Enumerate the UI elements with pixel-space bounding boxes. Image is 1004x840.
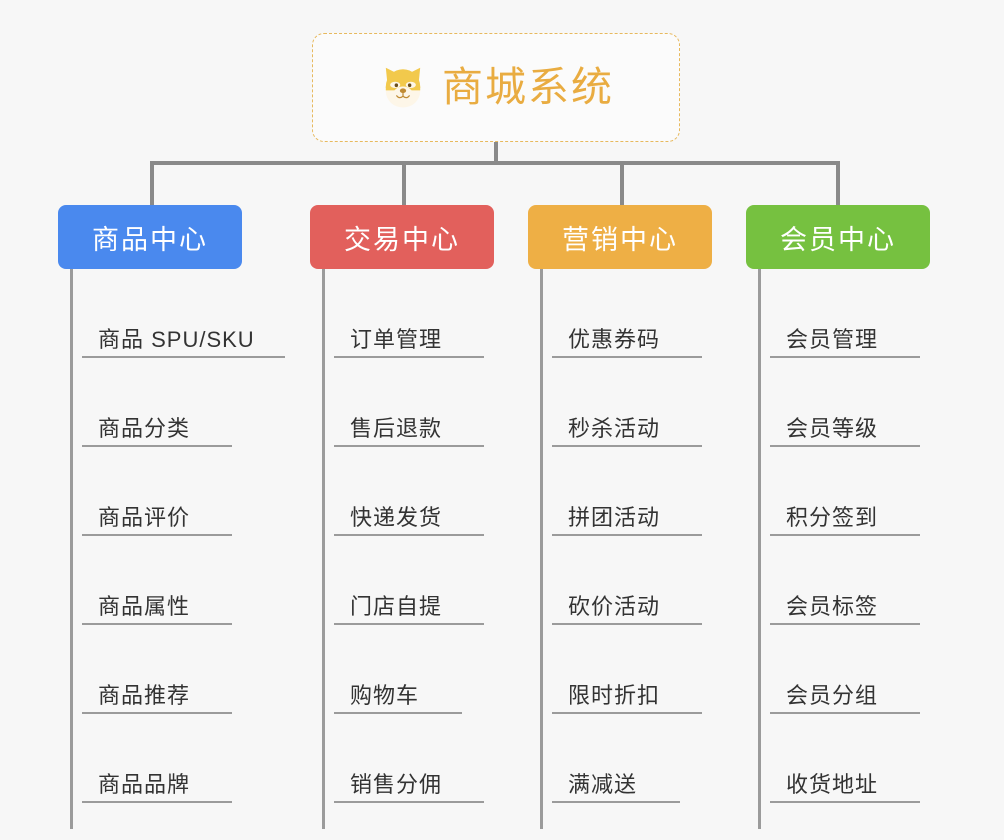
leaf-underline xyxy=(552,623,702,625)
leaf-item[interactable]: 购物车 xyxy=(322,625,494,714)
branch-header-4[interactable]: 会员中心 xyxy=(746,205,930,269)
connector-drop-3 xyxy=(620,161,624,207)
leaf-item[interactable]: 优惠券码 xyxy=(540,269,712,358)
leaf-label: 拼团活动 xyxy=(568,504,661,530)
leaf-underline xyxy=(552,712,702,714)
branch-header-3[interactable]: 营销中心 xyxy=(528,205,712,269)
leaf-item[interactable]: 会员标签 xyxy=(758,536,930,625)
leaf-underline xyxy=(770,356,920,358)
leaf-underline xyxy=(82,445,232,447)
leaf-list: 商品 SPU/SKU 商品分类商品评价商品属性商品推荐商品品牌 xyxy=(58,269,285,829)
leaf-label: 门店自提 xyxy=(350,593,443,619)
leaf-underline xyxy=(770,445,920,447)
leaf-underline xyxy=(334,356,484,358)
leaf-label: 商品分类 xyxy=(98,415,191,441)
branch-column: 商品中心商品 SPU/SKU 商品分类商品评价商品属性商品推荐商品品牌 xyxy=(58,205,285,829)
leaf-label: 商品品牌 xyxy=(98,771,191,797)
doge-icon xyxy=(385,67,421,108)
leaf-label: 优惠券码 xyxy=(568,326,661,352)
branch-column: 会员中心会员管理会员等级积分签到会员标签会员分组收货地址 xyxy=(746,205,930,829)
leaf-underline xyxy=(770,712,920,714)
branch-spine xyxy=(758,269,761,829)
leaf-item[interactable]: 商品分类 xyxy=(70,358,242,447)
branch-column: 营销中心优惠券码秒杀活动拼团活动砍价活动限时折扣满减送 xyxy=(528,205,712,829)
branch-spine xyxy=(540,269,543,829)
leaf-item[interactable]: 快递发货 xyxy=(322,447,494,536)
leaf-underline xyxy=(82,712,232,714)
leaf-item[interactable]: 门店自提 xyxy=(322,536,494,625)
leaf-label: 会员分组 xyxy=(786,682,879,708)
leaf-item[interactable]: 商品属性 xyxy=(70,536,242,625)
leaf-underline xyxy=(82,623,232,625)
leaf-underline xyxy=(770,801,920,803)
leaf-item[interactable]: 商品评价 xyxy=(70,447,242,536)
leaf-label: 满减送 xyxy=(568,771,638,797)
leaf-item[interactable]: 积分签到 xyxy=(758,447,930,536)
connector-drop-2 xyxy=(402,161,406,207)
leaf-item[interactable]: 限时折扣 xyxy=(540,625,712,714)
branch-column: 交易中心订单管理售后退款快递发货门店自提购物车销售分佣 xyxy=(310,205,494,829)
leaf-underline xyxy=(552,801,680,803)
leaf-underline xyxy=(334,712,462,714)
leaf-item[interactable]: 售后退款 xyxy=(322,358,494,447)
leaf-item[interactable]: 商品推荐 xyxy=(70,625,242,714)
leaf-underline xyxy=(82,801,232,803)
leaf-item[interactable]: 会员管理 xyxy=(758,269,930,358)
leaf-underline xyxy=(334,534,484,536)
leaf-underline xyxy=(770,623,920,625)
leaf-underline xyxy=(770,534,920,536)
leaf-underline xyxy=(552,445,702,447)
branch-header-1[interactable]: 商品中心 xyxy=(58,205,242,269)
leaf-underline xyxy=(552,356,702,358)
leaf-item[interactable]: 秒杀活动 xyxy=(540,358,712,447)
leaf-label: 商品评价 xyxy=(98,504,191,530)
connector-drop-4 xyxy=(836,161,840,207)
leaf-label: 售后退款 xyxy=(350,415,443,441)
leaf-label: 销售分佣 xyxy=(350,771,443,797)
leaf-label: 购物车 xyxy=(350,682,420,708)
leaf-label: 快递发货 xyxy=(350,504,443,530)
connector-drop-1 xyxy=(150,161,154,207)
leaf-label: 砍价活动 xyxy=(568,593,661,619)
leaf-label: 积分签到 xyxy=(786,504,879,530)
leaf-label: 商品 SPU/SKU xyxy=(98,326,255,352)
leaf-item[interactable]: 砍价活动 xyxy=(540,536,712,625)
leaf-list: 订单管理售后退款快递发货门店自提购物车销售分佣 xyxy=(310,269,494,829)
leaf-list: 优惠券码秒杀活动拼团活动砍价活动限时折扣满减送 xyxy=(528,269,712,829)
leaf-item[interactable]: 商品 SPU/SKU xyxy=(70,269,285,358)
root-title: 商城系统 xyxy=(442,64,614,110)
leaf-label: 商品推荐 xyxy=(98,682,191,708)
branch-header-2[interactable]: 交易中心 xyxy=(310,205,494,269)
leaf-underline xyxy=(552,534,702,536)
leaf-label: 限时折扣 xyxy=(568,682,661,708)
leaf-item[interactable]: 销售分佣 xyxy=(322,714,494,803)
leaf-item[interactable]: 商品品牌 xyxy=(70,714,242,803)
leaf-label: 会员标签 xyxy=(786,593,879,619)
leaf-underline xyxy=(82,356,285,358)
connector-root-stem xyxy=(494,142,498,164)
leaf-item[interactable]: 满减送 xyxy=(540,714,712,803)
root-node[interactable]: 商城系统 xyxy=(312,33,680,142)
leaf-list: 会员管理会员等级积分签到会员标签会员分组收货地址 xyxy=(746,269,930,829)
leaf-label: 会员管理 xyxy=(786,326,879,352)
leaf-item[interactable]: 收货地址 xyxy=(758,714,930,803)
leaf-underline xyxy=(334,801,484,803)
connector-bus xyxy=(150,161,840,165)
leaf-item[interactable]: 拼团活动 xyxy=(540,447,712,536)
leaf-label: 收货地址 xyxy=(786,771,879,797)
leaf-underline xyxy=(82,534,232,536)
leaf-label: 订单管理 xyxy=(350,326,443,352)
leaf-underline xyxy=(334,623,484,625)
leaf-item[interactable]: 会员等级 xyxy=(758,358,930,447)
branch-spine xyxy=(70,269,73,829)
leaf-item[interactable]: 订单管理 xyxy=(322,269,494,358)
leaf-item[interactable]: 会员分组 xyxy=(758,625,930,714)
leaf-label: 商品属性 xyxy=(98,593,191,619)
leaf-label: 秒杀活动 xyxy=(568,415,661,441)
leaf-underline xyxy=(334,445,484,447)
leaf-label: 会员等级 xyxy=(786,415,879,441)
branch-spine xyxy=(322,269,325,829)
